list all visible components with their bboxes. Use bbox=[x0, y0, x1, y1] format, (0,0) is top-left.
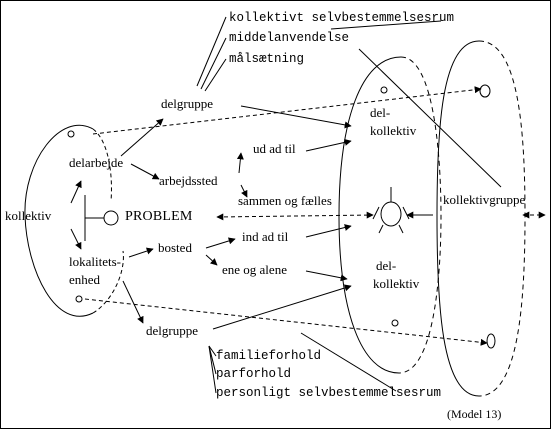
label-delkollektiv-bottom-2: kollektiv bbox=[373, 276, 420, 291]
label-kollektivgruppe: kollektivgruppe bbox=[443, 192, 526, 207]
label-ind-ad-til: ind ad til bbox=[242, 229, 289, 244]
top-list-item-1: kollektivt selvbestemmelsesrum bbox=[229, 11, 455, 25]
label-lokalitets-2: enhed bbox=[69, 272, 101, 287]
label-bosted: bosted bbox=[158, 240, 192, 255]
label-kollektiv: kollektiv bbox=[5, 208, 52, 223]
label-delkollektiv-top-2: kollektiv bbox=[370, 123, 417, 138]
right-ellipse bbox=[436, 40, 480, 397]
bottom-list-item-3: personligt selvbestemmelsesrum bbox=[216, 386, 442, 400]
label-arbejdssted: arbejdssted bbox=[159, 173, 218, 188]
label-delkollektiv-bottom-1: del- bbox=[376, 258, 397, 273]
label-lokalitets-1: lokalitets- bbox=[69, 254, 121, 269]
left-ellipse-dash bbox=[92, 128, 112, 202]
left-ellipse-dash-2 bbox=[92, 250, 124, 314]
top-list-item-3: målsætning bbox=[229, 52, 305, 66]
label-delgruppe-top: delgruppe bbox=[161, 96, 213, 111]
top-list-item-2: middelanvendelse bbox=[229, 31, 350, 45]
model-caption: (Model 13) bbox=[447, 407, 502, 421]
label-ene-og-alene: ene og alene bbox=[222, 262, 287, 277]
label-delgruppe-bottom: delgruppe bbox=[146, 323, 198, 338]
label-problem: PROBLEM bbox=[125, 209, 193, 224]
right-ellipse-dash bbox=[478, 40, 526, 397]
mid-ellipse-dash bbox=[398, 56, 442, 374]
left-ellipse bbox=[24, 124, 94, 317]
label-delarbejde: delarbejde bbox=[69, 155, 124, 170]
label-sammen-og-faelles: sammen og fælles bbox=[238, 193, 332, 208]
bottom-list-item-2: parforhold bbox=[216, 367, 292, 381]
label-delkollektiv-top-1: del- bbox=[370, 105, 391, 120]
bottom-list-item-1: familieforhold bbox=[216, 349, 322, 363]
label-ud-ad-til: ud ad til bbox=[253, 141, 296, 156]
